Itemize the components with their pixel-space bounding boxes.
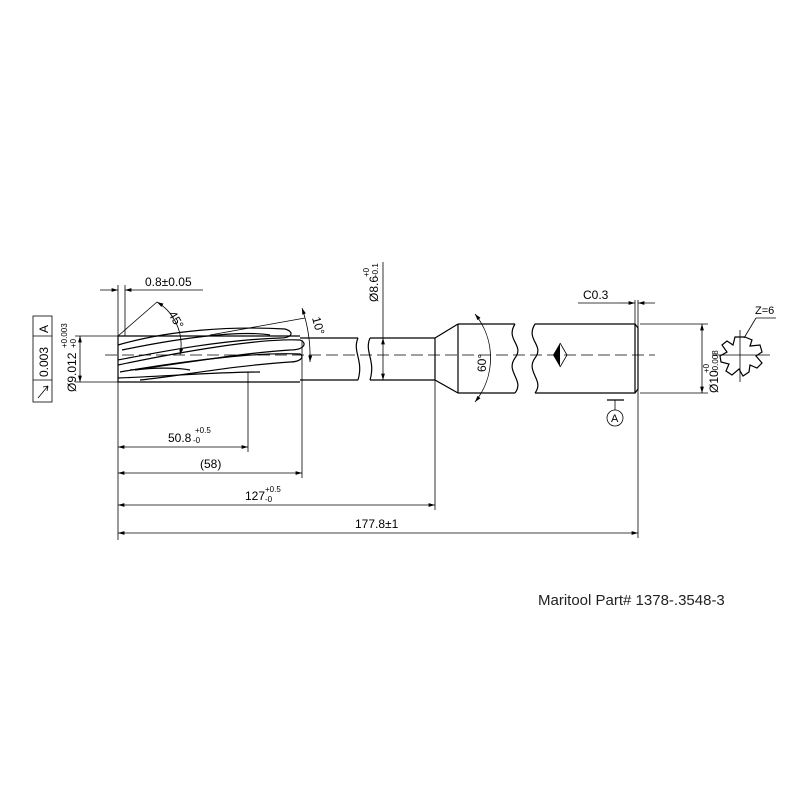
svg-text:-0: -0 xyxy=(193,436,201,445)
svg-text:-0: -0 xyxy=(265,495,273,504)
cone-angle-dim: 60° xyxy=(475,354,489,372)
runout-icon xyxy=(37,385,49,399)
flute-length-dim: 50.8 +0.5 -0 xyxy=(168,426,211,445)
svg-text:Ø10: Ø10 xyxy=(707,370,721,393)
extension-lines xyxy=(75,285,708,540)
flute-count-label: Z=6 xyxy=(755,305,774,317)
cutting-diameter-dim: Ø9.012 +0.003 +0 xyxy=(60,323,79,392)
tolerance-frame: 0.003 A xyxy=(32,315,53,403)
svg-text:+0.5: +0.5 xyxy=(265,485,281,494)
center-mark-icon xyxy=(553,343,560,367)
neck-section xyxy=(300,323,459,394)
svg-text:+0.5: +0.5 xyxy=(195,426,211,435)
shank-diameter-dim: Ø10 +0 -0.008 xyxy=(702,350,721,393)
shank-section xyxy=(457,323,639,394)
shank-chamfer-dim: C0.3 xyxy=(583,288,609,302)
svg-text:+0: +0 xyxy=(702,363,711,373)
svg-text:+0.003: +0.003 xyxy=(60,323,69,348)
svg-text:-0.1: -0.1 xyxy=(371,263,380,277)
overall-length-dim: 177.8±1 xyxy=(355,517,399,531)
datum-a: A xyxy=(606,399,624,427)
svg-text:50.8: 50.8 xyxy=(168,431,192,445)
svg-text:0.003: 0.003 xyxy=(37,347,51,377)
svg-text:Ø9.012: Ø9.012 xyxy=(65,352,79,392)
part-number-caption: Maritool Part# 1378-.3548-3 xyxy=(538,592,725,609)
svg-text:+0: +0 xyxy=(362,267,371,277)
svg-text:Ø8.6: Ø8.6 xyxy=(367,276,381,302)
neck-length-dim: 127 +0.5 -0 xyxy=(245,485,281,504)
flute-end-view: Z=6 xyxy=(712,305,776,382)
svg-text:-0.008: -0.008 xyxy=(711,350,720,373)
cut-length-ref-dim: (58) xyxy=(200,457,221,471)
neck-diameter-dim: Ø8.6 +0 -0.1 xyxy=(362,263,381,302)
chamfer-width-dim: 0.8±0.05 xyxy=(145,275,192,289)
svg-text:+0: +0 xyxy=(69,338,78,348)
helix-angle-dim: 10° xyxy=(309,315,327,336)
svg-text:A: A xyxy=(37,325,51,333)
svg-text:127: 127 xyxy=(245,489,265,503)
svg-text:A: A xyxy=(611,413,619,425)
